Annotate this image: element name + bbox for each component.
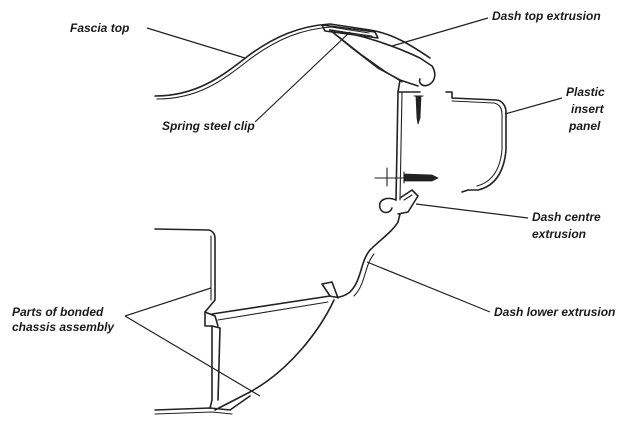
label-plastic-insert-panel-line1: Plastic	[566, 85, 605, 99]
label-spring-steel-clip: Spring steel clip	[162, 119, 255, 133]
label-fascia-top: Fascia top	[70, 21, 129, 35]
leader-chassis-upper	[124, 287, 212, 317]
leader-spring-steel-clip	[254, 31, 351, 123]
label-plastic-insert-panel-line3: panel	[568, 119, 601, 133]
label-dash-centre-extrusion-line2: extrusion	[532, 227, 586, 241]
dash-vertical-wall	[395, 91, 403, 201]
leader-lines	[124, 17, 563, 397]
fascia-top-part	[154, 23, 431, 100]
leader-fascia-top	[146, 27, 246, 59]
label-bonded-chassis-line2: chassis assembly	[12, 320, 115, 334]
label-bonded-chassis-line1: Parts of bonded	[12, 305, 104, 319]
plastic-insert-panel-part	[445, 91, 507, 193]
dash-lower-extrusion-part	[211, 249, 375, 411]
bonded-chassis-assembly-part	[154, 228, 251, 415]
leader-chassis-lower	[124, 315, 261, 397]
label-dash-lower-extrusion: Dash lower extrusion	[494, 305, 615, 319]
leader-dash-lower-extrusion	[366, 261, 491, 313]
label-dash-centre-extrusion-line1: Dash centre	[532, 210, 601, 224]
leader-plastic-insert-panel	[504, 97, 563, 115]
dash-centre-extrusion-part	[369, 189, 419, 251]
screw-top	[413, 95, 424, 125]
screw-middle	[374, 167, 439, 187]
dash-top-extrusion-part	[329, 29, 436, 93]
label-plastic-insert-panel-line2: insert	[571, 102, 605, 116]
label-dash-top-extrusion: Dash top extrusion	[492, 9, 601, 23]
leader-dash-centre-extrusion	[415, 203, 529, 219]
leader-dash-top-extrusion	[391, 17, 489, 47]
